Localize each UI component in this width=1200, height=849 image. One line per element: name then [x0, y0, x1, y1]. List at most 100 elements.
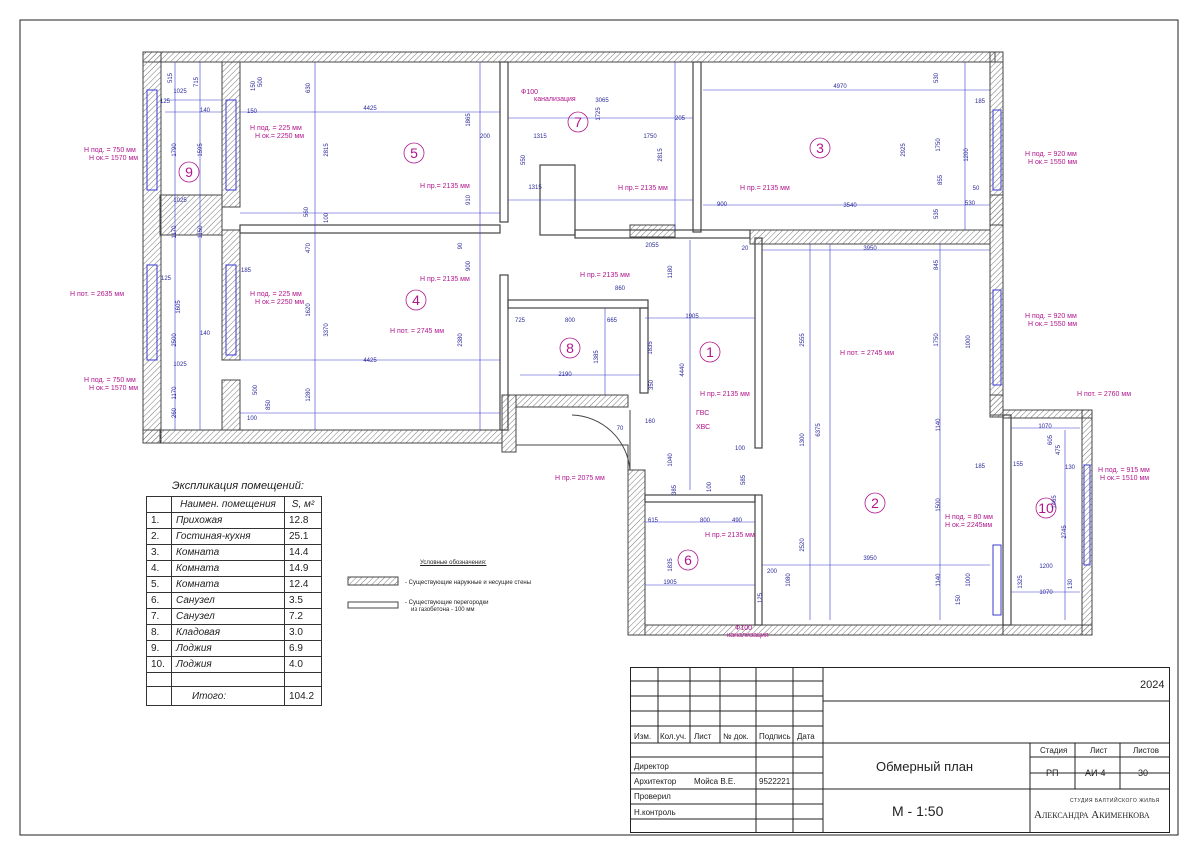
stamp-col-kol: Кол.уч. [660, 732, 687, 741]
dimension-label: 1140 [936, 418, 942, 432]
legend-item-walls: - Существующие наружные и несущие стены [405, 580, 532, 586]
dimension-label: 1170 [172, 386, 178, 400]
dimension-label: 1385 [594, 350, 600, 364]
note-loggia10-sill: Н под. = 915 мм [1098, 467, 1150, 474]
dimension-label: 715 [194, 76, 200, 87]
dimension-label: 800 [565, 318, 576, 324]
row-name: Лоджия [171, 656, 285, 673]
dimension-label: 470 [306, 242, 312, 253]
dimension-label: 1750 [936, 138, 942, 152]
row-area: 3.5 [284, 592, 322, 609]
room-number: 4 [412, 292, 420, 308]
sheet-frame [19, 19, 1179, 836]
dimension-label: 1835 [648, 341, 654, 355]
dimension-label: 900 [466, 260, 472, 271]
room-marker-circle [559, 337, 581, 359]
dimension-label: 6375 [816, 423, 822, 437]
room-number: 7 [574, 114, 582, 130]
room-number: 1 [706, 344, 714, 360]
dimension-label: 630 [306, 82, 312, 93]
dimension-label: 125 [160, 99, 171, 105]
dimension-label: 2925 [901, 143, 907, 157]
note-room4-sill: Н под. = 225 мм [250, 291, 302, 298]
note-loggia9-ceiling: Н пот. = 2635 мм [70, 291, 124, 298]
dimension-label: 1595 [198, 143, 204, 157]
row-number: 6. [146, 592, 172, 609]
room-number: 2 [871, 495, 879, 511]
dimension-label: 1280 [306, 388, 312, 402]
dimension-label: 140 [200, 108, 211, 114]
explication-title: Экспликация помещений: [172, 480, 304, 492]
stamp-scale: М - 1:50 [892, 803, 944, 819]
dimension-label: 150 [247, 109, 258, 115]
note-cold-water: ХВС [696, 424, 710, 431]
room-marker-circle [1035, 497, 1057, 519]
note-room3-sill: Н под. = 920 мм [1025, 151, 1077, 158]
dimension-label: 550 [521, 154, 527, 165]
dimension-label: 1000 [966, 573, 972, 587]
spacer-cell [171, 672, 285, 687]
partitions [239, 61, 1012, 626]
legend-samples [347, 576, 399, 609]
dimension-label: 1070 [1039, 590, 1053, 596]
room-marker-circle [567, 111, 589, 133]
dimension-label: 515 [168, 72, 174, 83]
note-room3-window: Н ок.= 1550 мм [1028, 159, 1077, 166]
dimension-label: 1170 [172, 225, 178, 239]
dimension-label: 1080 [786, 573, 792, 587]
row-area: 14.4 [284, 544, 322, 561]
note-loggia9-sill: Н под. = 750 мм [84, 147, 136, 154]
stamp-studio-tagline: СТУДИЯ БАЛТИЙСКОГО ЖИЛЬЯ [1070, 798, 1160, 804]
note-loggia10-ceiling: Н пот. = 2760 мм [1077, 391, 1131, 398]
dimension-label: 2520 [800, 538, 806, 552]
note-loggia10-window: Н ок.= 1510 мм [1100, 475, 1149, 482]
stamp-col-date: Дата [797, 732, 815, 741]
dimension-label: 260 [172, 407, 178, 418]
row-area: 12.4 [284, 576, 322, 593]
dimension-label: 1835 [668, 558, 674, 572]
dimension-label: 500 [258, 76, 264, 87]
dimension-label: 185 [241, 268, 252, 274]
spacer-cell [284, 672, 322, 687]
room-marker-circle [699, 341, 721, 363]
room-marker-circle [809, 137, 831, 159]
note-loggia9-window-2: Н ок.= 1570 мм [89, 385, 138, 392]
stamp-architect: Архитектор [634, 777, 677, 786]
dimension-label: 2190 [558, 372, 572, 378]
dimension-label: 140 [200, 331, 211, 337]
dimension-label: 1140 [936, 573, 942, 587]
stamp-col-doc: № док. [723, 732, 749, 741]
dimension-label: 2555 [800, 333, 806, 347]
dimension-label: 20 [742, 246, 749, 252]
note-room2-window: Н ок.= 1550 мм [1028, 321, 1077, 328]
windows [146, 89, 1091, 616]
dimension-label: 1025 [173, 89, 187, 95]
dimension-label: 1000 [966, 335, 972, 349]
dimension-label: 860 [615, 286, 626, 292]
room-marker-circle [677, 549, 699, 571]
note-door-room8: Н пр.= 2135 мм [580, 272, 630, 279]
dimension-label: 910 [466, 194, 472, 205]
note-hot-water: ГВС [696, 410, 709, 417]
total-empty [146, 686, 172, 706]
dimension-label: 1750 [643, 134, 657, 140]
stamp-col-sign: Подпись [759, 732, 791, 741]
dimension-label: 2745 [1062, 525, 1068, 539]
dimension-label: 1200 [1039, 564, 1053, 570]
dimension-label: 100 [707, 481, 713, 492]
dimension-label: 500 [253, 384, 259, 395]
dimension-label: 4425 [363, 358, 377, 364]
stamp-year: 2024 [1140, 679, 1165, 691]
room-number: 8 [566, 340, 574, 356]
dimension-label: 1025 [173, 198, 187, 204]
entrance-door [571, 410, 631, 471]
row-area: 12.8 [284, 512, 322, 529]
dimension-label: 855 [938, 174, 944, 185]
dimension-label: 1620 [306, 303, 312, 317]
